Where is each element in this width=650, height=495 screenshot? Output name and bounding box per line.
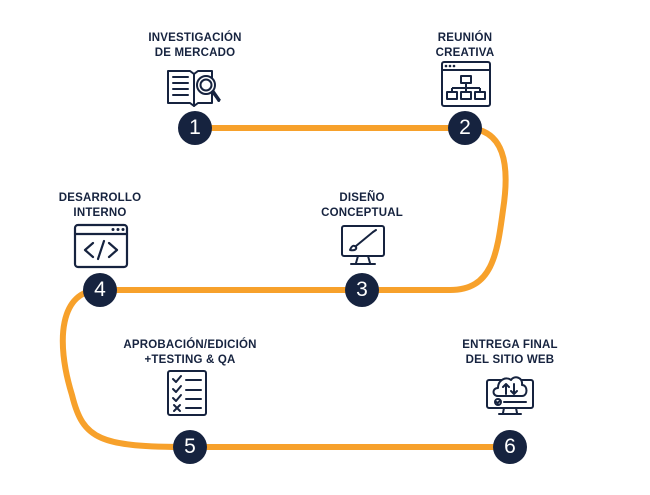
step-1-badge: 1 bbox=[178, 111, 212, 145]
book-magnifier-icon bbox=[167, 70, 221, 107]
step-4-title: DESARROLLO INTERNO bbox=[58, 192, 142, 219]
step-5-title: APROBACIÓN/EDICIÓN +TESTING & QA bbox=[123, 339, 257, 366]
sitemap-window-icon bbox=[441, 61, 491, 107]
step-4-badge: 4 bbox=[83, 273, 117, 307]
step-3-title: DISEÑO CONCEPTUAL bbox=[321, 192, 403, 219]
step-2-badge: 2 bbox=[448, 111, 482, 145]
step-6-title: ENTREGA FINAL DEL SITIO WEB bbox=[462, 339, 558, 366]
code-window-icon bbox=[73, 223, 129, 269]
checklist-icon bbox=[167, 370, 207, 416]
monitor-brush-icon bbox=[341, 225, 385, 265]
step-1-title: INVESTIGACIÓN DE MERCADO bbox=[148, 32, 242, 59]
step-6-badge: 6 bbox=[493, 430, 527, 464]
cloud-upload-monitor-icon bbox=[486, 376, 534, 415]
step-3-badge: 3 bbox=[345, 273, 379, 307]
roadmap-path-line bbox=[59, 125, 513, 450]
step-5-badge: 5 bbox=[173, 430, 207, 464]
step-2-title: REUNIÓN CREATIVA bbox=[435, 32, 495, 59]
